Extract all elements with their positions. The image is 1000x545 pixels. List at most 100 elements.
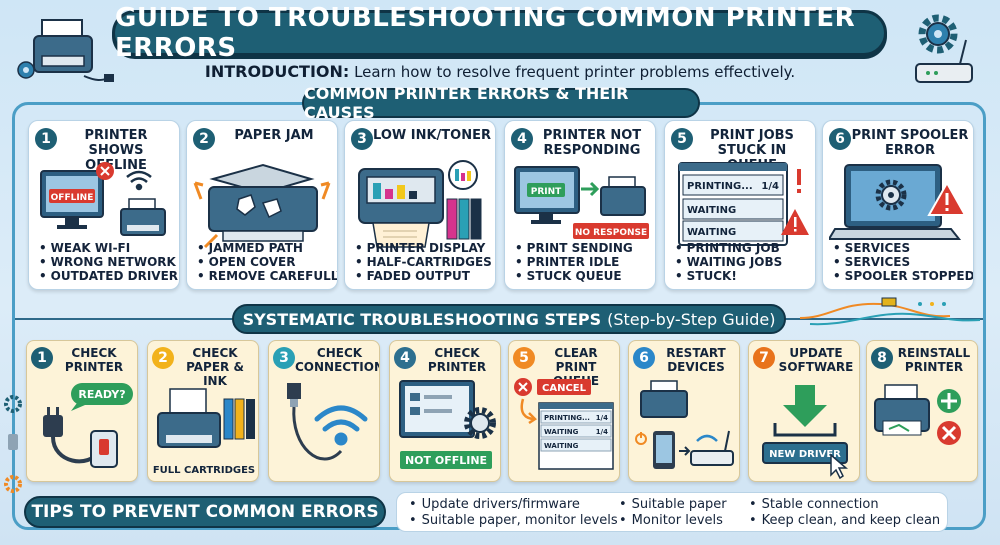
tips-column: Stable connection Keep clean, and keep c…: [749, 497, 940, 529]
step-title: CHECK CONNECTION: [295, 346, 380, 374]
error-title: PRINTER SHOWS OFFLINE: [84, 128, 148, 173]
cause-item: PRINTER IDLE: [515, 255, 633, 269]
cause-list: PRINT SENDING PRINTER IDLE STUCK QUEUE: [515, 241, 633, 283]
error-title: PRINT SPOOLER ERROR: [851, 128, 969, 158]
tip-item: Suitable paper: [619, 497, 727, 513]
step-number: 8: [871, 347, 893, 369]
cause-list: WEAK WI-FI WRONG NETWORK OUTDATED DRIVER: [39, 241, 178, 283]
gear-icon: [4, 395, 22, 413]
step-number: 1: [31, 347, 53, 369]
page-title: GUIDE TO TROUBLESHOOTING COMMON PRINTER …: [112, 3, 887, 63]
cause-item: OPEN COVER: [197, 255, 337, 269]
update-illustration: NEW DRIVER: [762, 385, 849, 480]
cause-list: JAMMED PATH OPEN COVER REMOVE CAREFULLY: [197, 241, 337, 283]
printer-usb-decoration: [17, 19, 114, 82]
tip-item: Stable connection: [749, 497, 940, 513]
connection-illustration: [287, 383, 368, 461]
error-number: 5: [671, 128, 693, 150]
introduction: INTRODUCTION: Learn how to resolve frequ…: [0, 62, 1000, 81]
step-title: RESTART DEVICES: [666, 346, 726, 374]
steps-section-title: SYSTEMATIC TROUBLESHOOTING STEPS (Step-b…: [232, 304, 786, 334]
printer-icon: [640, 380, 688, 418]
error-number: 1: [35, 128, 57, 150]
cause-item: SERVICES: [833, 241, 973, 255]
usb-cable-icon: [287, 383, 343, 461]
step-title: UPDATE SOFTWARE: [778, 346, 854, 374]
cancel-button[interactable]: CANCEL: [542, 383, 587, 394]
error-number: 3: [351, 128, 373, 150]
printer-icon: [600, 176, 646, 216]
wifi-icon: [126, 170, 152, 191]
error-number: 6: [829, 128, 851, 150]
cause-item: SERVICES: [833, 255, 973, 269]
step-title: CHECK PRINTER: [427, 346, 487, 374]
no-response-badge: NO RESPONSE: [575, 228, 647, 238]
queue-row: WAITING: [544, 442, 579, 450]
cause-list: SERVICES SERVICES SPOOLER STOPPED!: [833, 241, 973, 283]
clear-queue-illustration: CANCEL PRINTING... 1/4 WAITING 1/4 WAITI…: [514, 378, 614, 470]
cause-item: PRINTER DISPLAY: [355, 241, 492, 255]
cause-item: PRINT SENDING: [515, 241, 633, 255]
not-responding-illustration: PRINT NO RESPONSE: [514, 166, 649, 239]
error-number: 4: [511, 128, 533, 150]
ready-badge: READY?: [78, 388, 125, 401]
download-icon: [773, 385, 837, 437]
error-title: PAPER JAM: [234, 128, 314, 143]
queue-count: 1/4: [596, 428, 608, 436]
tip-item: Keep clean, and keep clean: [749, 513, 940, 529]
wifi-icon: [314, 405, 368, 446]
reinstall-illustration: [874, 384, 961, 445]
error-card-paper-jam: 2 PAPER JAM JAMMED PATH OPEN COVER REMOVE…: [186, 120, 338, 290]
queue-row: WAITING: [544, 428, 579, 436]
monitor-icon: [399, 380, 475, 438]
monitor-icon: [514, 166, 580, 224]
queue-count: 1/4: [596, 414, 608, 422]
router-icon: [915, 39, 973, 83]
offline-badge: OFFLINE: [51, 193, 94, 203]
paper-ink-illustration: FULL CARTRIDGES: [153, 388, 255, 476]
cause-list: PRINTER DISPLAY HALF-CARTRIDGES FADED OU…: [355, 241, 492, 283]
queue-row: PRINTING...: [687, 181, 753, 192]
cause-item: WRONG NETWORK: [39, 255, 178, 269]
cause-item: FADED OUTPUT: [355, 269, 492, 283]
cause-item: PRINTING JOB: [675, 241, 782, 255]
step-number: 3: [273, 347, 295, 369]
stuck-queue-illustration: PRINTING... 1/4 WAITING WAITING: [678, 162, 809, 246]
cause-item: WEAK WI-FI: [39, 241, 178, 255]
error-number: 2: [193, 128, 215, 150]
router-gear-decoration: [915, 14, 973, 83]
printer-icon: [874, 384, 930, 436]
steps-subtitle: (Step-by-Step Guide): [607, 309, 776, 329]
cause-item: STUCK!: [675, 269, 782, 283]
tips-column: Update drivers/firmware Suitable paper, …: [409, 497, 618, 529]
cause-item: WAITING JOBS: [675, 255, 783, 269]
new-driver-button[interactable]: NEW DRIVER: [769, 449, 841, 460]
step-title: REINSTALL PRINTER: [897, 346, 971, 374]
gear-icon: [464, 407, 496, 439]
tip-item: Suitable paper, monitor levels: [409, 513, 618, 529]
queue-row: WAITING: [687, 205, 736, 216]
step-number: 2: [152, 347, 174, 369]
paper-jam-illustration: [193, 163, 331, 249]
printer-icon: [157, 388, 221, 448]
error-title: LOW INK/TONER: [373, 128, 491, 143]
printer-icon: [120, 198, 166, 236]
cause-list: PRINTING JOB WAITING JOBS STUCK!: [675, 241, 783, 283]
cause-item: JAMMED PATH: [197, 241, 337, 255]
power-check-illustration: READY?: [43, 383, 133, 468]
cause-item: HALF-CARTRIDGES: [355, 255, 492, 269]
intro-text: Learn how to resolve frequent printer pr…: [354, 63, 796, 81]
error-card-offline: 1 PRINTER SHOWS OFFLINE OFFLINE WEAK WI-F…: [28, 120, 180, 290]
gear-icon: [17, 61, 35, 79]
restart-illustration: [635, 380, 734, 469]
tips-list: Update drivers/firmware Suitable paper, …: [396, 492, 948, 532]
